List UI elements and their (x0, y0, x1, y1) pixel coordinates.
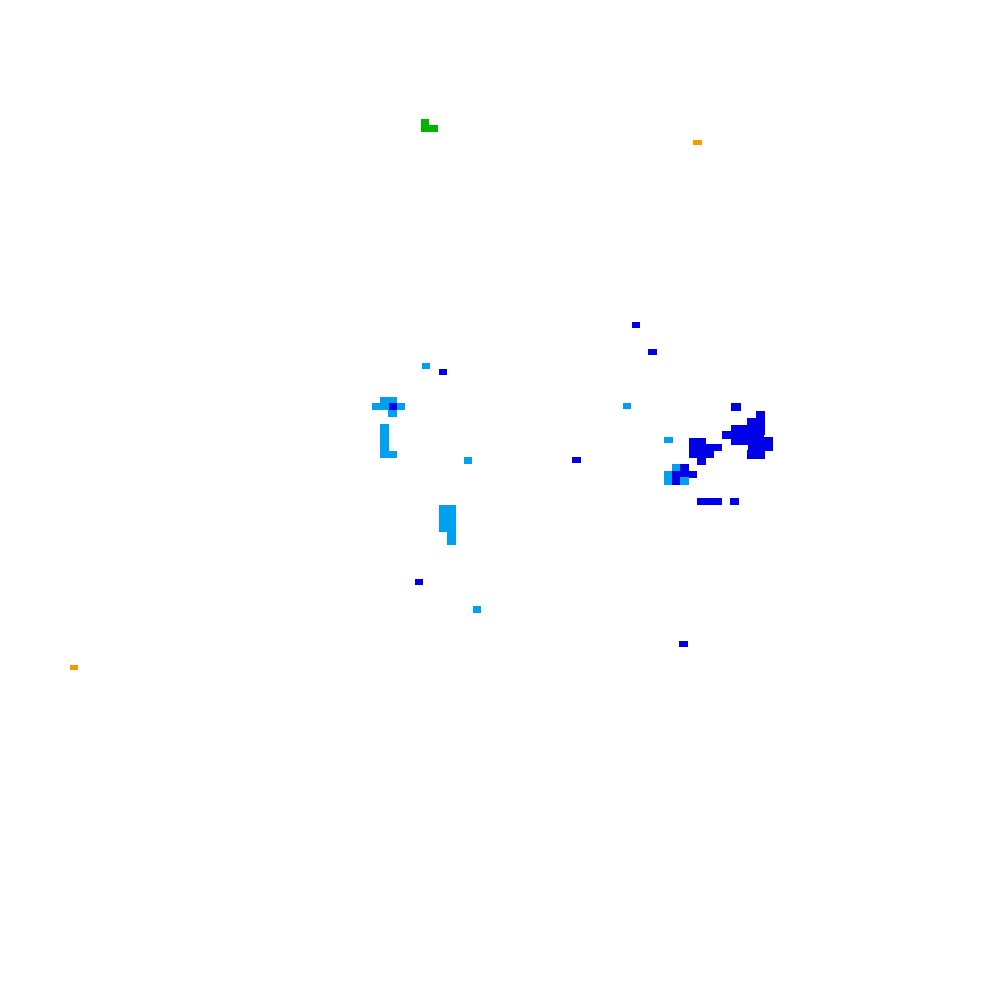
dark-blue-cell (439, 369, 447, 375)
dark-blue-cell (672, 477, 681, 485)
dark-blue-cell (731, 437, 773, 445)
dark-blue-cell (722, 431, 764, 439)
light-blue-cell (447, 530, 456, 545)
light-blue-cell (439, 505, 456, 532)
dark-blue-cell (697, 498, 722, 505)
dark-blue-cell (389, 403, 397, 410)
dark-blue-cell (680, 464, 689, 472)
dark-blue-cell (679, 641, 688, 647)
dark-blue-cell (697, 457, 706, 465)
dark-blue-cell (748, 444, 773, 451)
light-blue-cell (464, 457, 472, 464)
light-blue-cell (380, 424, 389, 454)
dark-blue-cell (747, 418, 765, 427)
light-blue-cell (623, 403, 631, 409)
dark-blue-cell (756, 411, 765, 419)
light-blue-cell (422, 363, 430, 369)
light-blue-cell (380, 451, 397, 458)
dark-blue-cell (689, 444, 722, 451)
light-blue-cell (680, 477, 689, 485)
light-blue-cell (388, 409, 397, 417)
light-blue-cell (380, 397, 397, 404)
dark-blue-cell (415, 579, 423, 585)
light-blue-cell (372, 403, 405, 410)
dark-blue-cell (672, 471, 697, 478)
dark-blue-cell (632, 322, 640, 328)
dark-blue-cell (730, 498, 739, 505)
dark-blue-cell (731, 403, 741, 411)
orange-cell (693, 140, 702, 145)
dark-blue-cell (731, 425, 765, 435)
light-blue-cell (664, 437, 673, 443)
light-blue-cell (664, 471, 673, 485)
dark-blue-cell (689, 438, 706, 446)
dark-blue-cell (689, 450, 714, 458)
orange-cell (70, 665, 78, 670)
green-cell (421, 125, 438, 132)
dark-blue-cell (572, 457, 581, 463)
light-blue-cell (473, 606, 481, 613)
dark-blue-cell (747, 450, 765, 459)
light-blue-cell (672, 464, 681, 472)
dark-blue-cell (648, 349, 657, 355)
